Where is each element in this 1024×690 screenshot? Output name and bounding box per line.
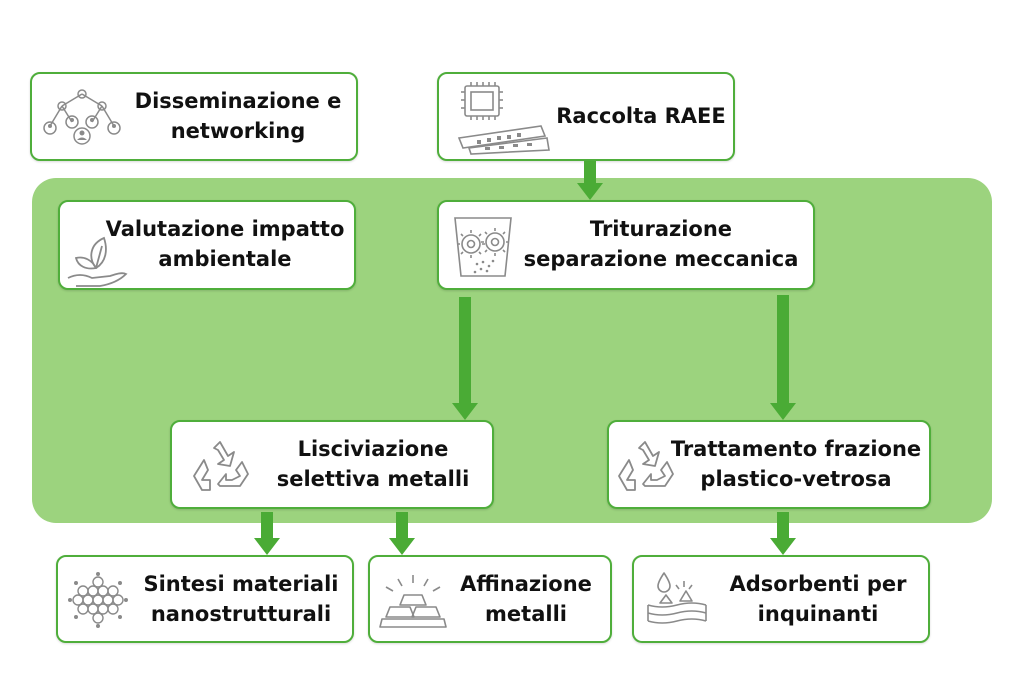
leaf-hand-icon bbox=[67, 236, 128, 287]
label-line: Valutazione impatto bbox=[105, 217, 345, 241]
node-valutazione: Valutazione impatto ambientale bbox=[58, 200, 356, 290]
circuit-chip-icon bbox=[457, 82, 550, 155]
node-lisciviazione: Lisciviazione selettiva metalli bbox=[170, 420, 494, 509]
nanostructure-icon bbox=[68, 572, 128, 628]
label-line: plastico-vetrosa bbox=[700, 467, 892, 491]
label-line: selettiva metalli bbox=[276, 467, 470, 491]
node-trattamento-label: Trattamento frazione plastico-vetrosa bbox=[665, 434, 927, 494]
node-adsorbenti: Adsorbenti per inquinanti bbox=[632, 555, 930, 643]
node-affinazione: Affinazione metalli bbox=[368, 555, 612, 643]
recycle-icon bbox=[193, 441, 249, 491]
node-disseminazione-label: Disseminazione e networking bbox=[122, 86, 354, 146]
arrow-trattamento-to-adsorbenti bbox=[770, 512, 796, 555]
label-line: Affinazione bbox=[460, 572, 592, 596]
label-line: Raccolta RAEE bbox=[556, 104, 726, 128]
node-triturazione: Triturazione separazione meccanica bbox=[437, 200, 815, 290]
arrow-raccolta-to-triturazione bbox=[577, 161, 603, 200]
recycle-icon bbox=[618, 441, 674, 491]
label-line: Sintesi materiali bbox=[143, 572, 339, 596]
node-trattamento: Trattamento frazione plastico-vetrosa bbox=[607, 420, 931, 509]
node-sintesi-label: Sintesi materiali nanostrutturali bbox=[132, 569, 350, 629]
arrow-lisciviazione-to-sintesi bbox=[254, 512, 280, 555]
network-people-icon bbox=[43, 89, 121, 145]
label-line: metalli bbox=[485, 602, 567, 626]
label-line: networking bbox=[170, 119, 306, 143]
label-line: separazione meccanica bbox=[523, 247, 799, 271]
label-line: nanostrutturali bbox=[150, 602, 332, 626]
droplets-sponge-icon bbox=[647, 572, 707, 624]
node-triturazione-label: Triturazione separazione meccanica bbox=[513, 214, 809, 274]
arrow-triturazione-to-trattamento bbox=[770, 295, 796, 420]
label-line: inquinanti bbox=[757, 602, 879, 626]
shredder-gears-icon bbox=[454, 217, 512, 277]
gold-bars-icon bbox=[379, 575, 447, 628]
label-line: Disseminazione e bbox=[134, 89, 342, 113]
arrow-triturazione-to-lisciviazione bbox=[452, 297, 478, 420]
node-raccolta-label: Raccolta RAEE bbox=[551, 101, 731, 131]
node-adsorbenti-label: Adsorbenti per inquinanti bbox=[712, 569, 924, 629]
node-lisciviazione-label: Lisciviazione selettiva metalli bbox=[264, 434, 482, 494]
arrow-lisciviazione-to-affinazione bbox=[389, 512, 415, 555]
node-sintesi: Sintesi materiali nanostrutturali bbox=[56, 555, 354, 643]
node-raccolta: Raccolta RAEE bbox=[437, 72, 735, 161]
node-disseminazione: Disseminazione e networking bbox=[30, 72, 358, 161]
label-line: Trattamento frazione bbox=[670, 437, 922, 461]
label-line: Triturazione bbox=[589, 217, 733, 241]
node-affinazione-label: Affinazione metalli bbox=[446, 569, 606, 629]
label-line: ambientale bbox=[158, 247, 292, 271]
label-line: Adsorbenti per bbox=[729, 572, 907, 596]
label-line: Lisciviazione bbox=[297, 437, 449, 461]
node-valutazione-label: Valutazione impatto ambientale bbox=[94, 214, 356, 274]
